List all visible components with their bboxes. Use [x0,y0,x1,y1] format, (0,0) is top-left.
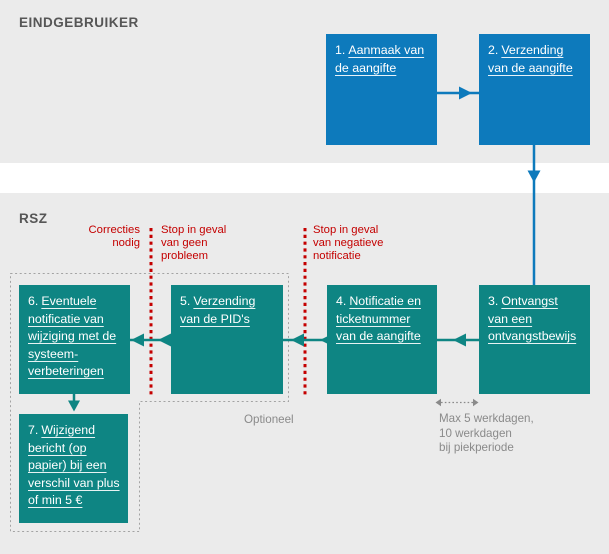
flow-box-1-link[interactable]: Aanmaak van de aangifte [335,43,425,75]
flow-box-5-link[interactable]: Verzending van de PID's [180,294,256,326]
flow-box-2-verzending[interactable]: 2.Verzending van de aangifte [479,34,590,145]
arrow-2-to-3-head-icon [527,170,541,183]
flow-box-7-link[interactable]: Wijzigend bericht (op papier) bij een ve… [28,423,120,507]
flow-box-4-notificatie[interactable]: 4.Notificatie en ticketnummer van de aan… [327,285,437,394]
arrow-5-to-6-head2-icon [158,333,171,347]
arrow-1-to-2-head-icon [459,86,472,100]
flow-box-1-aanmaak[interactable]: 1.Aanmaak van de aangifte [326,34,437,145]
arrow-3-to-4-head-icon [453,333,466,347]
flow-box-6-eventuele-notificatie[interactable]: 6.Eventuele notificatie van wijziging me… [19,285,130,394]
flow-box-7-number: 7. [28,423,39,437]
section-divider-band [0,163,609,193]
flow-box-1-number: 1. [335,43,346,57]
annotation-optioneel: Optioneel [244,413,294,426]
flow-box-3-number: 3. [488,294,499,308]
flow-box-4-link[interactable]: Notificatie en ticketnummer van de aangi… [336,294,421,343]
flow-box-5-pids[interactable]: 5.Verzending van de PID's [171,285,283,394]
flow-box-6-number: 6. [28,294,39,308]
arrow-5-to-6-head-icon [131,333,144,347]
flow-box-2-link[interactable]: Verzending van de aangifte [488,43,573,75]
section-label-rsz: RSZ [19,211,48,226]
flow-box-3-link[interactable]: Ontvangst van een ontvangstbewijs [488,294,577,343]
flow-box-4-number: 4. [336,294,347,308]
duration-measure-right-head-icon [473,398,479,407]
annotation-max-werkdagen: Max 5 werkdagen, 10 werkdagen bij piekpe… [439,412,534,455]
section-label-eindgebruiker: EINDGEBRUIKER [19,15,139,30]
annotation-stop-geen-probleem: Stop in geval van geen probleem [161,224,227,262]
flow-box-3-ontvangst[interactable]: 3.Ontvangst van een ontvangstbewijs [479,285,590,394]
arrow-4-to-5-head-icon [291,333,304,347]
annotation-stop-negatieve-notificatie: Stop in geval van negatieve notificatie [313,224,384,262]
arrow-6-to-7-head-icon [68,400,80,412]
annotation-correcties-nodig: Correcties nodig [88,224,140,249]
duration-measure-left-head-icon [435,398,441,407]
flow-box-5-number: 5. [180,294,191,308]
flow-box-6-link[interactable]: Eventuele notificatie van wijziging met … [28,294,117,378]
flow-box-7-wijzigend-bericht[interactable]: 7.Wijzigend bericht (op papier) bij een … [19,414,128,523]
optional-region-border [10,273,289,532]
flow-box-2-number: 2. [488,43,499,57]
